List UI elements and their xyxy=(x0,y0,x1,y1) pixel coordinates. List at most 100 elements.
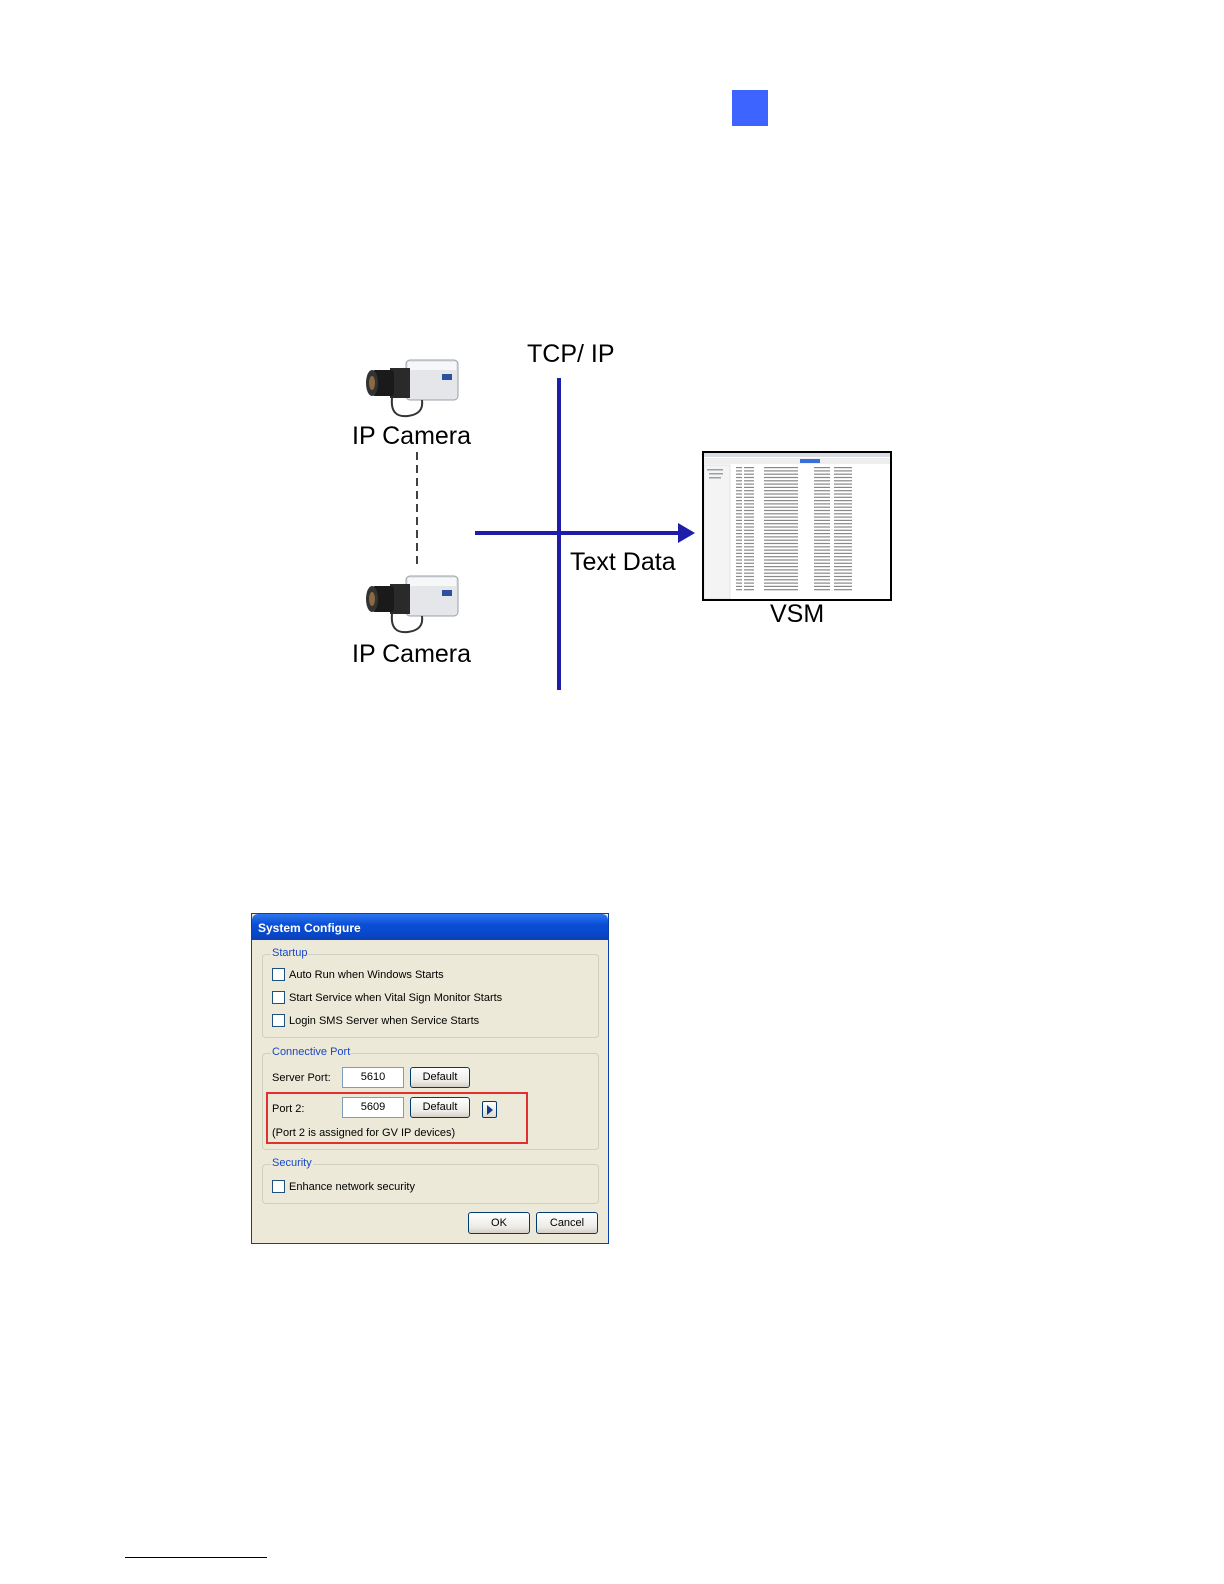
vsm-log-row xyxy=(744,549,754,551)
vsm-log-row xyxy=(764,523,798,525)
vsm-log-row xyxy=(744,513,754,515)
vsm-log-row xyxy=(834,509,852,512)
vsm-log-row xyxy=(834,490,852,492)
start-service-checkbox[interactable] xyxy=(272,991,285,1004)
vsm-log-row xyxy=(764,467,798,469)
vsm-log-row xyxy=(744,523,754,525)
vsm-log-row xyxy=(814,496,830,498)
startup-group-title: Startup xyxy=(271,947,309,959)
vsm-log-row xyxy=(814,582,830,584)
vsm-log-row xyxy=(736,506,742,508)
text-data-label: Text Data xyxy=(570,548,676,576)
vsm-log-row xyxy=(744,589,754,591)
vsm-log-row xyxy=(744,552,754,554)
vsm-log-row xyxy=(744,575,754,578)
login-sms-option[interactable]: Login SMS Server when Service Starts xyxy=(272,1014,479,1027)
server-port-input[interactable]: 5610 xyxy=(342,1067,404,1088)
vsm-log-row xyxy=(834,513,852,515)
vsm-log-row xyxy=(814,585,830,587)
port2-note: (Port 2 is assigned for GV IP devices) xyxy=(272,1127,456,1139)
port2-default-button[interactable]: Default xyxy=(410,1097,470,1118)
vsm-log-row xyxy=(834,473,852,475)
vsm-log-row xyxy=(744,503,754,505)
data-flow-arrowhead xyxy=(678,523,695,543)
auto-run-label: Auto Run when Windows Starts xyxy=(289,968,444,981)
vsm-log-row xyxy=(834,589,852,591)
vsm-log-row xyxy=(764,572,798,574)
auto-run-option[interactable]: Auto Run when Windows Starts xyxy=(272,968,444,981)
vsm-log-row xyxy=(814,559,830,561)
port2-input[interactable]: 5609 xyxy=(342,1097,404,1118)
start-service-option[interactable]: Start Service when Vital Sign Monitor St… xyxy=(272,991,502,1004)
cancel-button[interactable]: Cancel xyxy=(536,1212,598,1234)
vsm-log-row xyxy=(764,542,798,545)
vsm-log-row xyxy=(834,569,852,571)
vsm-log-row xyxy=(834,526,852,528)
vsm-log-row xyxy=(834,500,852,502)
vsm-log-row xyxy=(764,493,798,495)
vsm-log-row xyxy=(834,552,852,554)
vsm-log-row xyxy=(764,496,798,498)
port2-arrow-icon[interactable] xyxy=(482,1101,497,1118)
vsm-log-row xyxy=(764,526,798,528)
enhance-security-checkbox[interactable] xyxy=(272,1180,285,1193)
vsm-label: VSM xyxy=(770,600,825,628)
vsm-log-row xyxy=(814,476,830,479)
vsm-log-row xyxy=(744,480,754,482)
vsm-log-row xyxy=(744,569,754,571)
vsm-log-row xyxy=(814,490,830,492)
vsm-log-row xyxy=(834,480,852,482)
security-group-title: Security xyxy=(271,1157,313,1169)
vsm-log-row xyxy=(764,562,798,564)
vsm-log-row xyxy=(764,533,798,535)
vsm-log-row xyxy=(834,516,852,518)
vsm-log-row xyxy=(814,572,830,574)
vsm-log-row xyxy=(814,493,830,495)
vsm-log-row xyxy=(764,529,798,531)
vsm-log-row xyxy=(744,533,754,535)
vsm-log-row xyxy=(744,490,754,492)
vsm-log-row xyxy=(744,516,754,518)
vsm-log-row xyxy=(814,526,830,528)
vsm-log-row xyxy=(744,529,754,531)
vsm-log-row xyxy=(834,559,852,561)
vsm-log-row xyxy=(814,483,830,485)
auto-run-checkbox[interactable] xyxy=(272,968,285,981)
ok-button[interactable]: OK xyxy=(468,1212,530,1234)
vsm-log-row xyxy=(814,486,830,488)
vsm-log-row xyxy=(736,480,742,482)
vsm-log-row xyxy=(814,556,830,558)
vsm-log-row xyxy=(814,500,830,502)
vsm-log-row xyxy=(736,539,742,541)
vsm-log-row xyxy=(814,589,830,591)
vsm-log-row xyxy=(764,585,798,587)
vsm-log-row xyxy=(736,503,742,505)
vsm-log-row xyxy=(834,539,852,541)
vsm-log-row xyxy=(764,480,798,482)
vsm-log-row xyxy=(764,473,798,475)
vsm-log-row xyxy=(834,533,852,535)
vsm-log-row xyxy=(736,549,742,551)
vsm-log-row xyxy=(736,562,742,564)
server-port-default-button[interactable]: Default xyxy=(410,1067,470,1088)
system-configure-dialog: System Configure Startup Auto Run when W… xyxy=(251,913,609,1244)
vsm-log-row xyxy=(764,582,798,584)
vsm-log-row xyxy=(736,483,742,485)
login-sms-label: Login SMS Server when Service Starts xyxy=(289,1014,480,1027)
login-sms-checkbox[interactable] xyxy=(272,1014,285,1027)
vsm-log-row xyxy=(834,575,852,578)
vsm-log-row xyxy=(764,559,798,561)
enhance-security-option[interactable]: Enhance network security xyxy=(272,1180,415,1193)
vsm-log-row xyxy=(814,519,830,521)
dialog-title: System Configure xyxy=(252,914,608,940)
vsm-log-row xyxy=(764,506,798,508)
vsm-log-row xyxy=(736,533,742,535)
vsm-log-row xyxy=(744,496,754,498)
security-group: Security Enhance network security xyxy=(262,1157,599,1204)
chapter-tab-marker xyxy=(732,90,768,126)
vsm-log-row xyxy=(834,529,852,531)
vsm-log-row xyxy=(834,542,852,545)
vsm-log-row xyxy=(736,493,742,495)
vsm-log-row xyxy=(764,579,798,581)
vsm-log-row xyxy=(834,493,852,495)
